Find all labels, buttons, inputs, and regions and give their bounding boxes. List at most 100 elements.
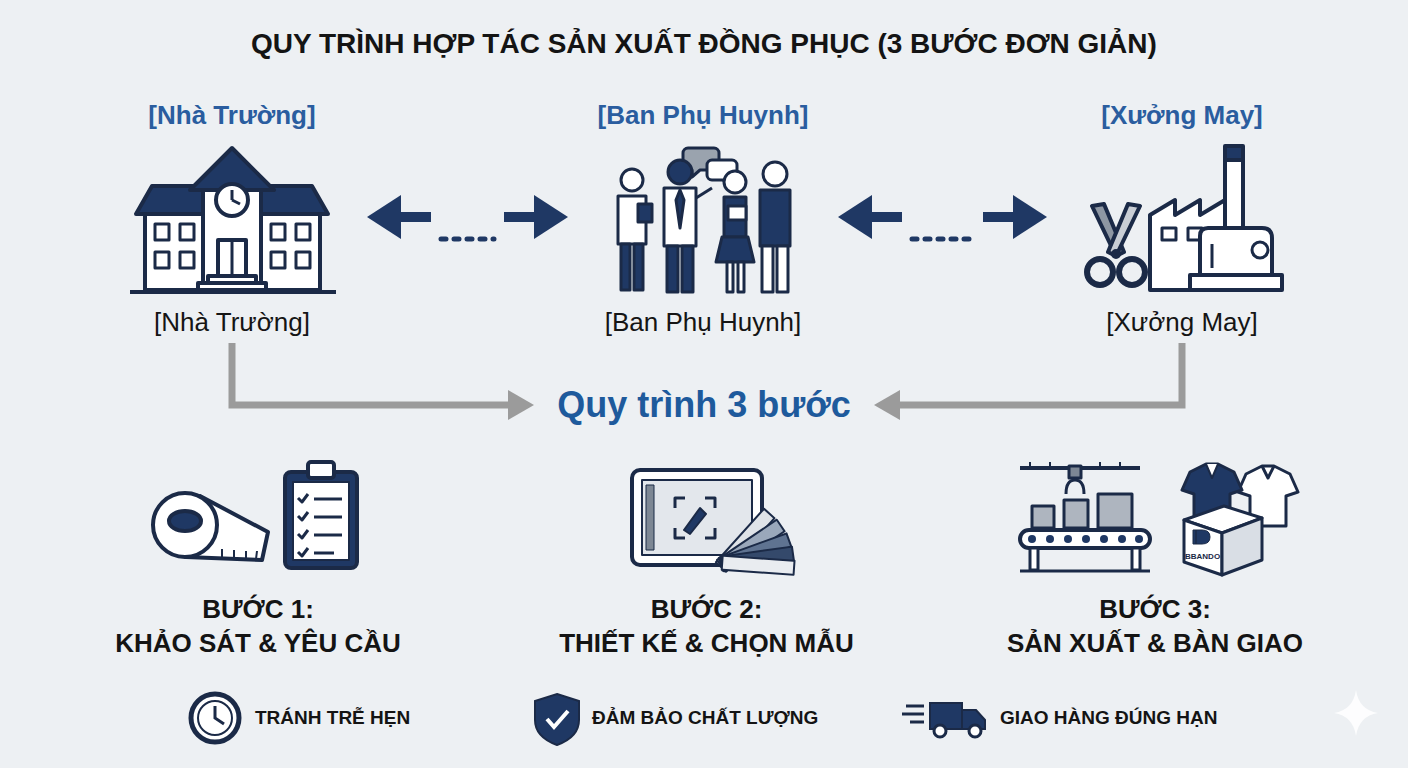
- conveyor-icon-part: [1098, 494, 1132, 528]
- factory-icon-part: [1190, 275, 1282, 290]
- box-brand: BBANDO: [1185, 552, 1220, 561]
- truck-icon-part: [910, 721, 924, 724]
- parents-icon-part: [724, 197, 746, 237]
- factory-icon-part: [1162, 228, 1176, 240]
- diagram-title: QUY TRÌNH HỢP TÁC SẢN XUẤT ĐỒNG PHỤC (3 …: [251, 28, 1157, 60]
- tablet-swatch-icon-part: [716, 509, 795, 575]
- conveyor-icon-part-part: [1118, 535, 1126, 543]
- clock-icon-part: [215, 706, 224, 724]
- step-node: BƯỚC 1:KHẢO SÁT & YÊU CẦU: [107, 592, 409, 660]
- conveyor-icon-part-part: [1082, 535, 1090, 543]
- school-icon-part: [203, 182, 261, 290]
- shirts-box-icon-part: [1193, 530, 1210, 544]
- conveyor-icon-part: [1030, 548, 1038, 570]
- center-node: Quy trình 3 bước: [549, 383, 859, 427]
- measure-clipboard-icon-part-part: [245, 551, 247, 559]
- factory-icon-part: [1211, 244, 1214, 268]
- measure-clipboard-icon-part-part: [314, 534, 342, 537]
- parents-icon-part: [621, 244, 630, 290]
- shirts-box-icon-part: [1206, 464, 1218, 478]
- connector-part: [399, 212, 431, 222]
- conveyor-icon-part: [1132, 548, 1140, 570]
- school-icon-part: [231, 190, 234, 200]
- tablet-swatch-icon-part: [675, 498, 715, 538]
- shirts-box-icon-part: [1262, 466, 1274, 478]
- conveyor-icon-part: [1020, 570, 1150, 573]
- school-icon-part-part: [155, 252, 169, 268]
- measure-clipboard-icon-part-part: [298, 494, 308, 502]
- conveyor-icon-part: [1020, 530, 1150, 548]
- connector-part: [912, 237, 973, 242]
- clock-icon-part: [191, 694, 239, 742]
- conveyor-icon-part: [1032, 506, 1054, 528]
- connector-arrow: [838, 195, 1047, 239]
- school-icon-part: [260, 208, 320, 290]
- school-icon-part: [218, 240, 246, 276]
- connector-part: [898, 343, 1182, 405]
- measure-clipboard-icon-part: [308, 462, 334, 478]
- actor-label: [Nhà Trường]: [154, 306, 310, 338]
- shield-icon-part: [535, 694, 579, 745]
- step-number: BƯỚC 3:: [1099, 592, 1211, 626]
- connector-part: [874, 390, 900, 420]
- parents-icon-part: [716, 237, 754, 262]
- connector-part: [870, 212, 902, 222]
- shirts-box-icon: [1182, 464, 1298, 575]
- actor-node: [Xưởng May] [Xưởng May]: [1062, 99, 1302, 338]
- shield-icon: [535, 694, 579, 745]
- truck-icon-part: [906, 705, 924, 708]
- connector-arrow: [232, 343, 534, 420]
- conveyor-icon-part-part: [1029, 462, 1031, 468]
- actor-label: [Ban Phụ Huynh]: [605, 306, 802, 338]
- tablet-swatch-icon-part-part: [722, 556, 795, 575]
- clock-icon-part: [198, 701, 232, 735]
- factory-icon-part: [1252, 242, 1268, 258]
- measure-clipboard-icon-part: [298, 494, 342, 556]
- factory-icon-part: [1225, 146, 1243, 160]
- tablet-swatch-icon-part-part: [705, 528, 715, 538]
- measure-clipboard-icon-part: [222, 549, 257, 559]
- school-icon: [130, 148, 336, 292]
- step-number: BƯỚC 2:: [651, 592, 763, 626]
- measure-clipboard-icon-part-part: [233, 550, 235, 558]
- measure-clipboard-icon: [153, 462, 357, 568]
- school-icon-part-part: [271, 252, 285, 268]
- school-icon-part-part: [180, 252, 194, 268]
- measure-clipboard-icon-part-part: [298, 512, 308, 520]
- tablet-swatch-icon: [632, 470, 795, 575]
- conveyor-icon-part: [1066, 480, 1084, 494]
- measure-clipboard-icon-part: [153, 493, 217, 557]
- measure-clipboard-icon-part-part: [298, 530, 308, 538]
- conveyor-icon-part-part: [1119, 462, 1121, 468]
- tablet-swatch-icon-part-part: [675, 498, 685, 508]
- school-icon-part-part: [296, 224, 310, 240]
- school-icon-part: [232, 200, 240, 204]
- measure-clipboard-icon-part: [169, 511, 201, 531]
- school-icon-part-part: [296, 252, 310, 268]
- measure-clipboard-icon-part-part: [314, 498, 342, 501]
- conveyor-icon-part: [1028, 535, 1143, 543]
- parents-icon-part: [777, 246, 788, 292]
- connector-arrow: [367, 195, 568, 239]
- actor-heading: [Xưởng May]: [1101, 99, 1263, 131]
- actor-node: [Nhà Trường] [Nhà Trường]: [112, 99, 352, 338]
- actor-label: [Xưởng May]: [1106, 306, 1258, 338]
- actor-heading: [Nhà Trường]: [148, 99, 315, 131]
- badge-text: TRÁNH TRỄ HẸN: [255, 707, 410, 729]
- conveyor-icon-part-part: [1100, 535, 1108, 543]
- step-label: THIẾT KẾ & CHỌN MẪU: [559, 626, 854, 660]
- conveyor-icon-part-part: [1135, 535, 1143, 543]
- factory-icon: [1087, 146, 1282, 290]
- connector-part: [504, 212, 536, 222]
- actor-node: [Ban Phụ Huynh][Ban Phụ Huynh]: [583, 99, 823, 338]
- parents-icon-part: [682, 246, 693, 292]
- parents-icon-part: [621, 169, 643, 191]
- school-icon-part: [198, 283, 266, 290]
- truck-icon-part: [934, 725, 946, 737]
- measure-clipboard-icon-part-part: [221, 549, 223, 557]
- parents-icon-part: [664, 188, 696, 246]
- connector-part: [441, 237, 494, 242]
- connector-part: [983, 212, 1015, 222]
- shirts-box-icon-part: [1222, 518, 1262, 575]
